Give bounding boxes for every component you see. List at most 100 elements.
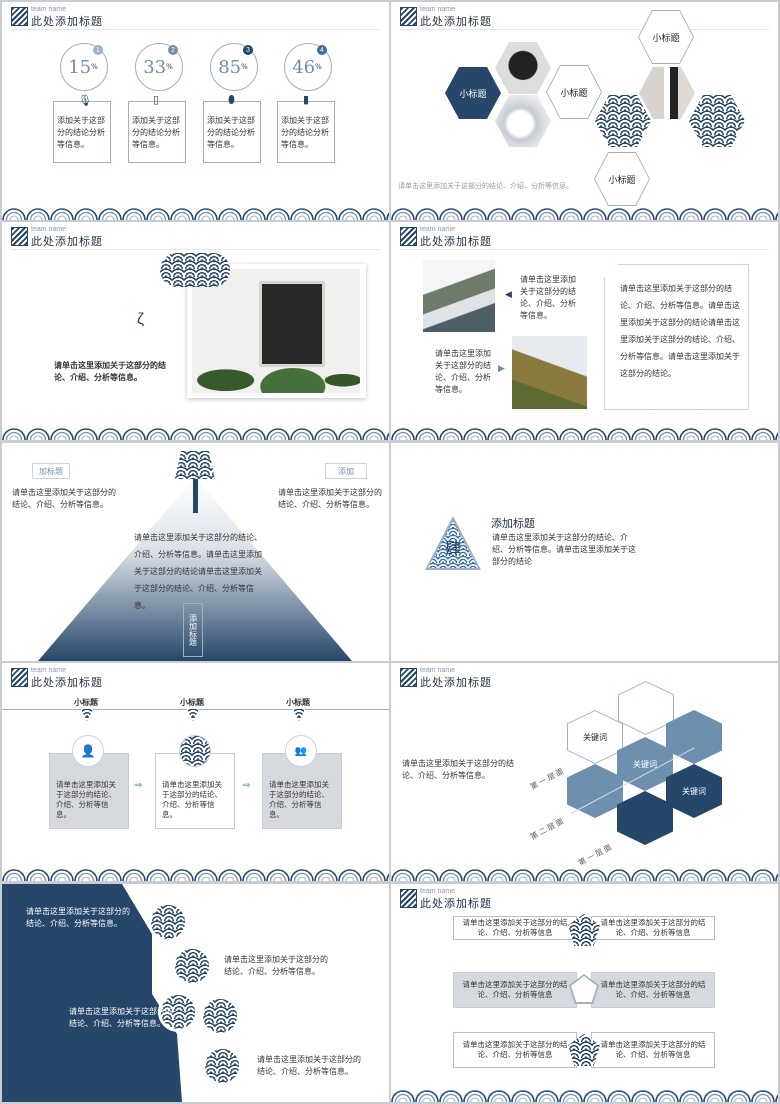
- logo-icon: [400, 889, 417, 908]
- body-text: 请单击这里添加关于这部分的结论、介绍、分析等信息。: [257, 1055, 361, 1076]
- body-text: 请单击这里添加关于这部分的结论、介绍、分析等信息。: [224, 955, 328, 976]
- wave-border: [2, 204, 389, 220]
- slide-title: 此处添加标题: [420, 897, 492, 910]
- lamp-shade: [175, 451, 215, 479]
- wave-border: [391, 424, 778, 440]
- divider: [11, 29, 380, 30]
- step-label: 小标题: [74, 698, 98, 707]
- marker-icon: [293, 709, 305, 721]
- keyword-hex: 关键词: [568, 711, 622, 763]
- layer-label: 第二层面: [528, 815, 567, 842]
- stat-box: [203, 101, 261, 163]
- squiggle-icon: ζ: [137, 311, 145, 328]
- team-name: team name: [420, 667, 456, 674]
- corner-notch: [604, 264, 618, 278]
- text-b: 请单击这里添加关于这部分的结论、介绍、分析等信息。: [435, 349, 491, 394]
- microphone-icon: 🎙: [78, 95, 92, 107]
- slide-6[interactable]: 肆 添加标题 请单击这里添加关于这部分的结论、介绍、分析等信息。请单击这里添加关…: [391, 443, 778, 661]
- stat-circle: [284, 43, 332, 91]
- pattern-circle: [200, 996, 240, 1036]
- hex-label: 小标题: [639, 11, 693, 63]
- text-a: 请单击这里添加关于这部分的结论、介绍、分析等信息。: [520, 275, 576, 320]
- glyph: 肆: [444, 539, 461, 558]
- slide-10[interactable]: team name 此处添加标题 请单击这里添加关于这部分的结论、介绍、分析等信…: [391, 884, 778, 1102]
- mouse-icon: ⬮: [228, 94, 235, 106]
- hex-label: 小标题: [547, 66, 601, 118]
- slide-3[interactable]: team name 此处添加标题 ζ 请单击这里添加关于这部分的结论、介绍、分析…: [2, 222, 389, 440]
- stat-value: 15%: [60, 56, 106, 78]
- text-box: 请单击这里添加关于这部分的结论、介绍、分析等信息: [591, 916, 715, 940]
- stat-unit: %: [241, 63, 248, 71]
- text-right: 请单击这里添加关于这部分的结论、介绍、分析等信息。: [278, 488, 382, 509]
- pattern-circle: [172, 946, 212, 986]
- slide-7[interactable]: team name 此处添加标题 小标题 👤 请单击这里添加关于这部分的结论、介…: [2, 663, 389, 881]
- marker-icon: [81, 709, 93, 721]
- stat-text: 添加关于这部分的结论分析等信息。: [281, 116, 329, 149]
- pattern-hex: [595, 95, 651, 147]
- body-text: 请单击这里添加关于这部分的结论、介绍、分析等信息。: [69, 1007, 173, 1028]
- marker-icon: [187, 709, 199, 721]
- team-icon: 👥: [285, 735, 317, 767]
- stat-value: 33%: [135, 56, 181, 78]
- stat-text: 添加关于这部分的结论分析等信息。: [57, 116, 105, 149]
- text-box: 请单击这里添加关于这部分的结论、介绍、分析等信息: [453, 916, 577, 940]
- tag-left: 加标题: [32, 463, 70, 479]
- step-text: 请单击这里添加关于这部分的结论、介绍、分析等信息。: [162, 780, 222, 819]
- arrow-icon: ▶: [498, 363, 505, 373]
- slide-title: 此处添加标题: [420, 235, 492, 248]
- slide-8[interactable]: team name 此处添加标题 请单击这里添加关于这部分的结论、介绍、分析等信…: [391, 663, 778, 881]
- hex-label: 小标题: [445, 67, 501, 119]
- divider: [11, 249, 380, 250]
- layer-label: 第一层面: [528, 765, 567, 792]
- arrow-icon: ⇒: [242, 780, 251, 791]
- slide-5[interactable]: 加标题 请单击这里添加关于这部分的结论、介绍、分析等信息。 添加 请单击这里添加…: [2, 443, 389, 661]
- slide-title: 此处添加标题: [420, 676, 492, 689]
- text-box: 请单击这里添加关于这部分的结论、介绍、分析等信息: [591, 1032, 715, 1068]
- slide-1[interactable]: team name 此处添加标题 1 15% 🎙 添加关于这部分的结论分析等信息…: [2, 2, 389, 220]
- slide-4[interactable]: team name 此处添加标题 ◀ 请单击这里添加关于这部分的结论、介绍、分析…: [391, 222, 778, 440]
- step-text: 请单击这里添加关于这部分的结论、介绍、分析等信息。: [269, 780, 329, 819]
- section-text: 请单击这里添加关于这部分的结论、介绍、分析等信息。请单击这里添加关于这部分的结论: [492, 533, 636, 566]
- slide-title: 此处添加标题: [31, 235, 103, 248]
- vertical-label: 添加标题: [183, 603, 203, 657]
- team-name: team name: [31, 226, 67, 233]
- slide-2[interactable]: team name 此处添加标题 小标题 小标题 小标题 小标题 请单击这里添加…: [391, 2, 778, 220]
- text-box: 请单击这里添加关于这部分的结论、介绍、分析等信息: [453, 1032, 577, 1068]
- text-left: 请单击这里添加关于这部分的结论、介绍、分析等信息。: [12, 488, 116, 509]
- body-text: 请单击这里添加关于这部分的结论、介绍、分析等信息。: [402, 759, 514, 780]
- wave-border: [391, 204, 778, 220]
- body-text: 请单击这里添加关于这部分的结论、介绍、分析等信息。: [54, 361, 166, 382]
- hex-empty: [619, 682, 673, 734]
- logo-icon: [11, 668, 28, 687]
- stat-box: [277, 101, 335, 163]
- text-frame: [604, 264, 749, 410]
- stat-unit: %: [315, 63, 322, 71]
- cloud-pattern: [160, 253, 230, 287]
- text-box: 请单击这里添加关于这部分的结论、介绍、分析等信息: [591, 972, 715, 1008]
- team-name: team name: [420, 6, 456, 13]
- pattern-circle: [158, 992, 198, 1032]
- logo-icon: [11, 7, 28, 26]
- text-box: 请单击这里添加关于这部分的结论、介绍、分析等信息: [453, 972, 577, 1008]
- step-text: 请单击这里添加关于这部分的结论、介绍、分析等信息。: [56, 780, 116, 819]
- stat-unit: %: [166, 63, 173, 71]
- globe-icon: [179, 735, 211, 767]
- stat-text: 添加关于这部分的结论分析等信息。: [207, 116, 255, 149]
- keyword-hex: 关键词: [666, 764, 722, 818]
- stat-value: 46%: [284, 57, 330, 78]
- stat-number: 15: [68, 56, 92, 78]
- photo-mountain: [423, 260, 495, 332]
- pattern-circle: [202, 1046, 242, 1086]
- arrow-icon: ⇒: [134, 780, 143, 791]
- slide-9[interactable]: 请单击这里添加关于这部分的结论、介绍、分析等信息。 请单击这里添加关于这部分的结…: [2, 884, 389, 1102]
- stat-badge: 2: [168, 45, 178, 55]
- usb-drive-icon: ▮: [303, 94, 310, 106]
- photo-white-cat: [495, 95, 551, 147]
- slide-title: 此处添加标题: [420, 15, 492, 28]
- stat-number: 33: [143, 56, 167, 78]
- divider: [400, 29, 769, 30]
- team-name: team name: [31, 667, 67, 674]
- hex-filled: [617, 791, 673, 845]
- stat-unit: %: [91, 63, 98, 71]
- stat-number: 85: [218, 56, 242, 78]
